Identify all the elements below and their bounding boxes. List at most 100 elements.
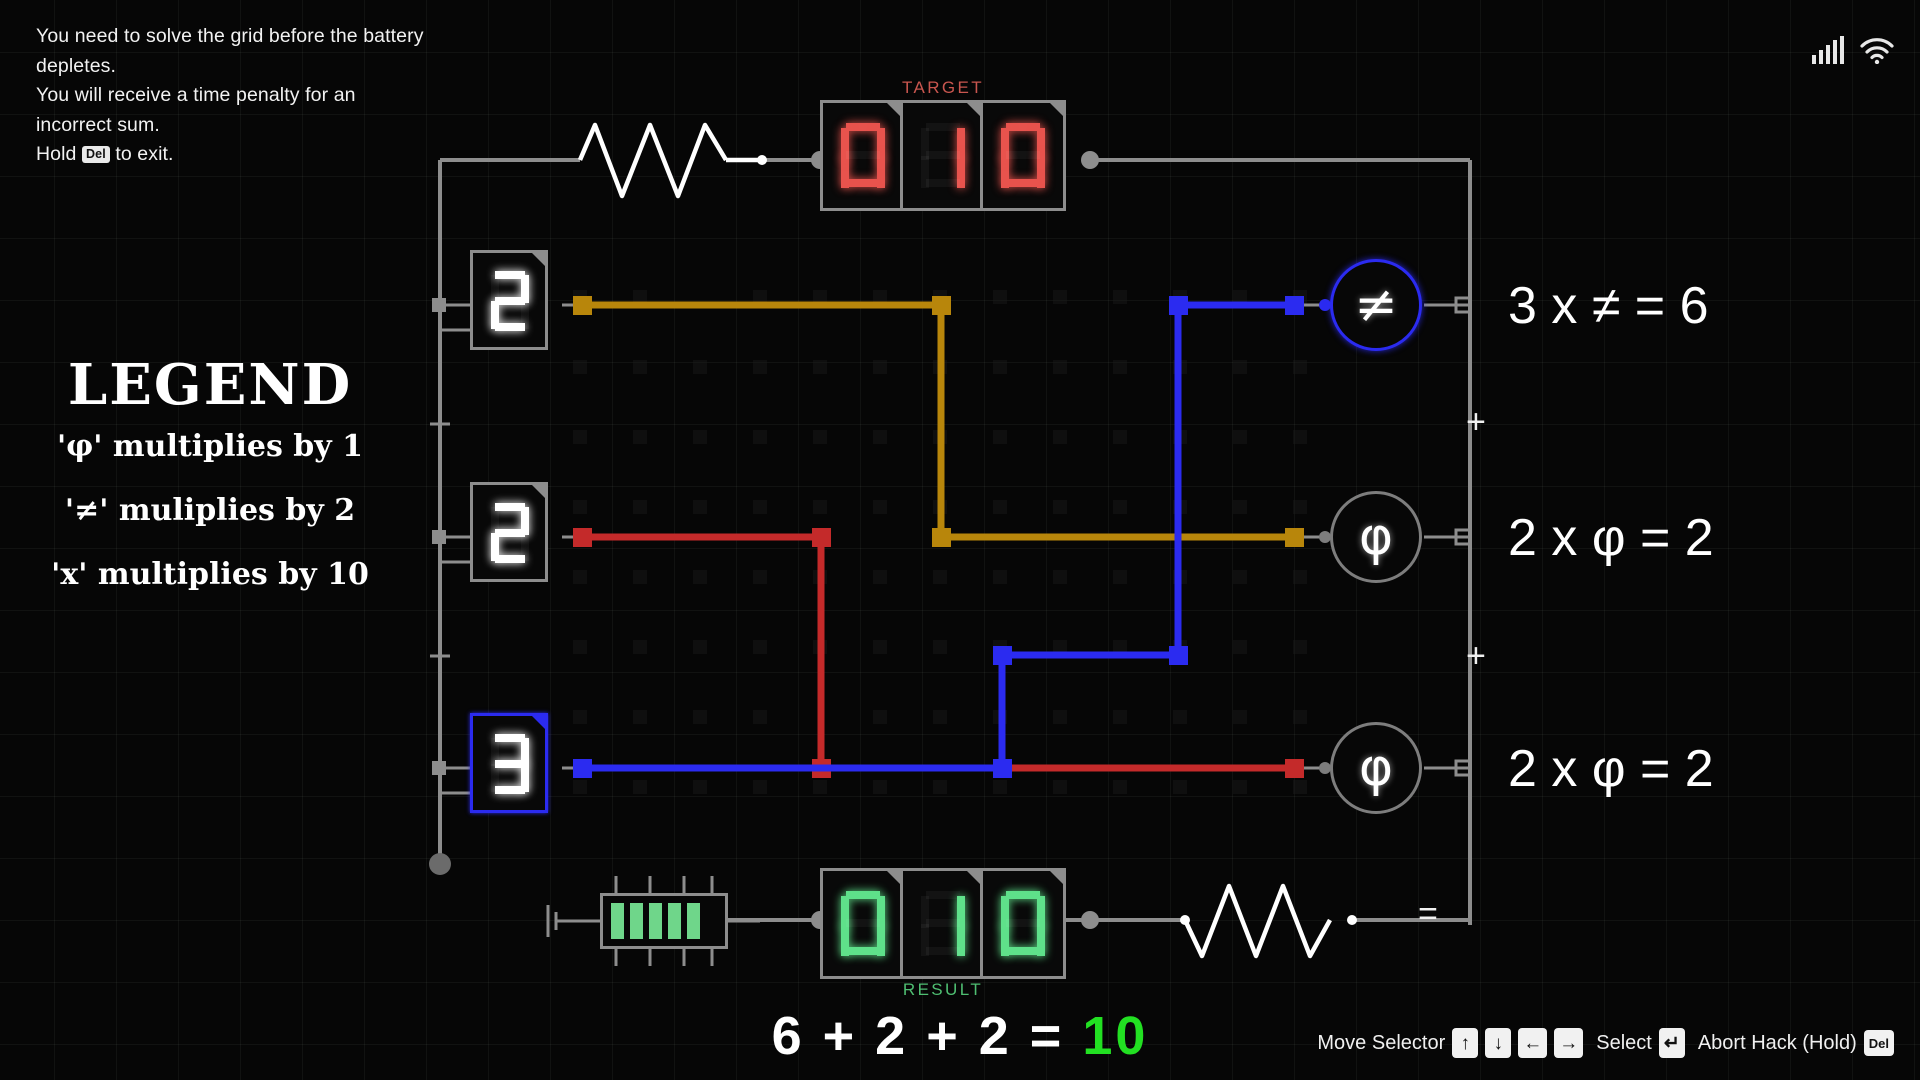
equation-row-0: 3 x ≠ = 6 — [1508, 277, 1709, 335]
segment-b — [877, 128, 885, 160]
wifi-icon — [1860, 38, 1894, 64]
key-del[interactable]: Del — [1863, 1030, 1894, 1056]
segment-e — [1001, 924, 1009, 956]
segment-f — [491, 507, 499, 535]
digit-cell-0 — [823, 871, 903, 976]
ground-node — [429, 853, 451, 875]
sum-equation: 6 + 2 + 2 = 10 — [0, 1005, 1920, 1067]
operator-node-0[interactable]: ≠ — [1330, 259, 1422, 351]
segment-c — [877, 924, 885, 956]
segment-b — [957, 896, 965, 928]
select-hint: Select ↵ — [1596, 1028, 1685, 1058]
battery-cell — [649, 903, 662, 939]
wire-red — [578, 533, 1298, 772]
resistor-bottom-icon — [1180, 883, 1357, 959]
segment-d — [495, 555, 525, 563]
rail-tap-pads — [432, 298, 446, 775]
battery-cell — [668, 903, 681, 939]
segment-b — [521, 275, 529, 303]
power-rails — [438, 158, 1472, 925]
segment-d — [846, 179, 880, 187]
target-label: TARGET — [901, 78, 985, 97]
del-keycap: Del — [82, 146, 110, 163]
legend-line-neq: '≠' muliplies by 2 — [64, 493, 356, 528]
key-up[interactable]: ↑ — [1452, 1028, 1479, 1058]
segment-g — [926, 919, 960, 927]
segment-a — [1006, 123, 1040, 131]
segment-e — [491, 533, 499, 561]
result-display — [820, 868, 1066, 979]
segment-c — [521, 533, 529, 561]
digit-cell-1 — [903, 103, 983, 208]
segment-c — [521, 301, 529, 329]
instruction-line-3-suffix: to exit. — [109, 143, 174, 165]
rail-taps — [430, 303, 470, 795]
tile-digit — [473, 485, 545, 579]
equation-row-1: 2 x φ = 2 — [1508, 509, 1714, 567]
segment-d — [495, 786, 525, 794]
battery-leads — [546, 905, 760, 937]
value-tile-2[interactable] — [470, 713, 548, 813]
segment-f — [841, 128, 849, 160]
digit-cell-2 — [983, 103, 1063, 208]
segment-d — [926, 179, 960, 187]
operator-node-1[interactable]: φ — [1330, 491, 1422, 583]
segment-d — [926, 947, 960, 955]
equation-row-2: 2 x φ = 2 — [1508, 740, 1714, 798]
wire-blue-nodes — [573, 296, 1304, 778]
target-display — [820, 100, 1066, 211]
value-tile-0[interactable] — [470, 250, 548, 350]
abort-hint: Abort Hack (Hold) Del — [1698, 1030, 1894, 1056]
move-selector-label: Move Selector — [1317, 1031, 1446, 1054]
segment-b — [877, 896, 885, 928]
polarity-plus-mid: + — [1466, 637, 1486, 675]
legend-line-x: 'x' multiplies by 10 — [51, 557, 369, 592]
resistor-top-icon — [577, 122, 767, 199]
legend-panel: LEGEND 'φ' multiplies by 1 '≠' muliplies… — [0, 355, 420, 607]
segment-b — [1037, 128, 1045, 160]
digit-cell-2 — [983, 871, 1063, 976]
wire-gold — [578, 301, 1298, 541]
wire-blue — [578, 301, 1300, 772]
legend-line-phi: 'φ' multiplies by 1 — [56, 429, 364, 464]
operator-rail-links — [1424, 303, 1470, 770]
segment-a — [495, 734, 525, 742]
segment-f — [491, 738, 499, 766]
segment-e — [841, 924, 849, 956]
value-tile-1[interactable] — [470, 482, 548, 582]
segment-d — [495, 323, 525, 331]
operator-glyph-phi-1: φ — [1358, 507, 1394, 567]
key-left[interactable]: ← — [1518, 1028, 1548, 1058]
segment-a — [926, 891, 960, 899]
move-selector-hint: Move Selector ↑ ↓ ← → — [1317, 1028, 1584, 1058]
wire-gold-nodes — [573, 296, 1304, 547]
key-down[interactable]: ↓ — [1485, 1028, 1512, 1058]
segment-g — [1006, 151, 1040, 159]
segment-a — [926, 123, 960, 131]
segment-c — [1037, 924, 1045, 956]
operator-rail-pads — [1454, 296, 1472, 777]
segment-a — [846, 891, 880, 899]
segment-e — [491, 764, 499, 792]
key-right[interactable]: → — [1554, 1028, 1584, 1058]
key-enter[interactable]: ↵ — [1658, 1028, 1685, 1058]
segment-g — [1006, 919, 1040, 927]
result-label: RESULT — [902, 980, 984, 999]
signal-bars-icon — [1812, 36, 1844, 64]
battery-indicator — [600, 893, 728, 949]
operator-node-2[interactable]: φ — [1330, 722, 1422, 814]
segment-f — [1001, 128, 1009, 160]
segment-f — [841, 896, 849, 928]
segment-c — [521, 764, 529, 792]
operator-input-dots — [1319, 299, 1331, 311]
operator-input-dots-gray — [1319, 531, 1331, 774]
sum-total: 10 — [1082, 1006, 1149, 1066]
tile-digit — [473, 253, 545, 347]
digit-cell-0 — [823, 103, 903, 208]
operator-glyph-neq: ≠ — [1354, 275, 1398, 335]
segment-f — [921, 128, 929, 160]
segment-f — [1001, 896, 1009, 928]
abort-label: Abort Hack (Hold) — [1697, 1031, 1857, 1054]
